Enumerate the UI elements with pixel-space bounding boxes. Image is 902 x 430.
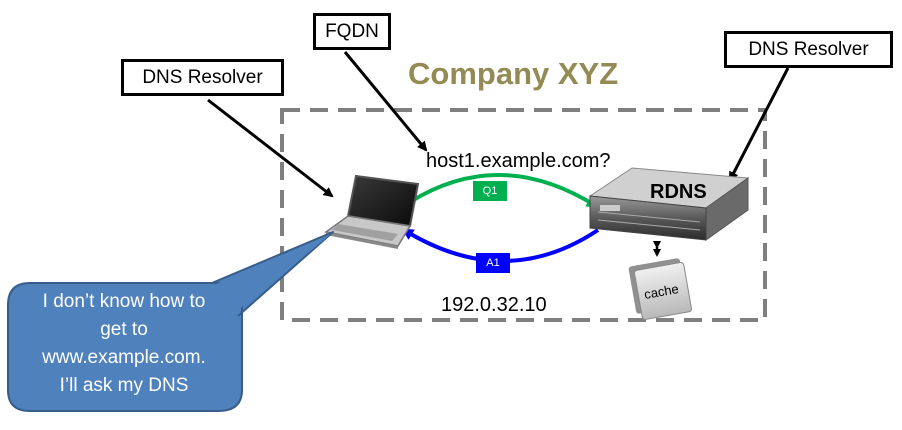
fqdn-label-box: FQDN xyxy=(313,13,391,50)
laptop-icon xyxy=(324,174,420,249)
server-name: RDNS xyxy=(650,181,707,203)
bubble-line-3: www.example.com. xyxy=(42,347,206,368)
bubble-line-1: I don’t know how to xyxy=(42,291,206,312)
query-arrow xyxy=(408,172,599,208)
query-tag: Q1 xyxy=(482,185,498,197)
answer-ip: 192.0.32.10 xyxy=(441,294,547,316)
company-boundary xyxy=(280,108,767,322)
fqdn-pointer-arrow xyxy=(343,51,428,152)
dns-resolver-right-label: DNS Resolver xyxy=(748,38,869,60)
server-icon xyxy=(588,167,750,241)
bubble-line-2: get to xyxy=(100,319,148,340)
dns-resolver-left-label: DNS Resolver xyxy=(142,66,263,88)
answer-tag-box xyxy=(476,253,510,273)
fqdn-label: FQDN xyxy=(325,20,379,42)
dns-resolver-left-label-box: DNS Resolver xyxy=(121,59,284,96)
dns-resolver-right-label-box: DNS Resolver xyxy=(724,31,893,68)
cache-folder-icon xyxy=(628,258,692,320)
company-title: Company XYZ xyxy=(408,56,619,91)
dns-resolver-left-pointer-arrow xyxy=(207,98,334,198)
dns-resolver-right-pointer-arrow xyxy=(728,67,790,182)
answer-tag: A1 xyxy=(486,257,500,269)
bubble-line-4: I’ll ask my DNS xyxy=(59,375,189,396)
query-tag-box xyxy=(473,181,507,201)
query-hostname: host1.example.com? xyxy=(426,150,611,172)
bubble-text: I don’t know how to get to www.example.c… xyxy=(14,288,234,400)
